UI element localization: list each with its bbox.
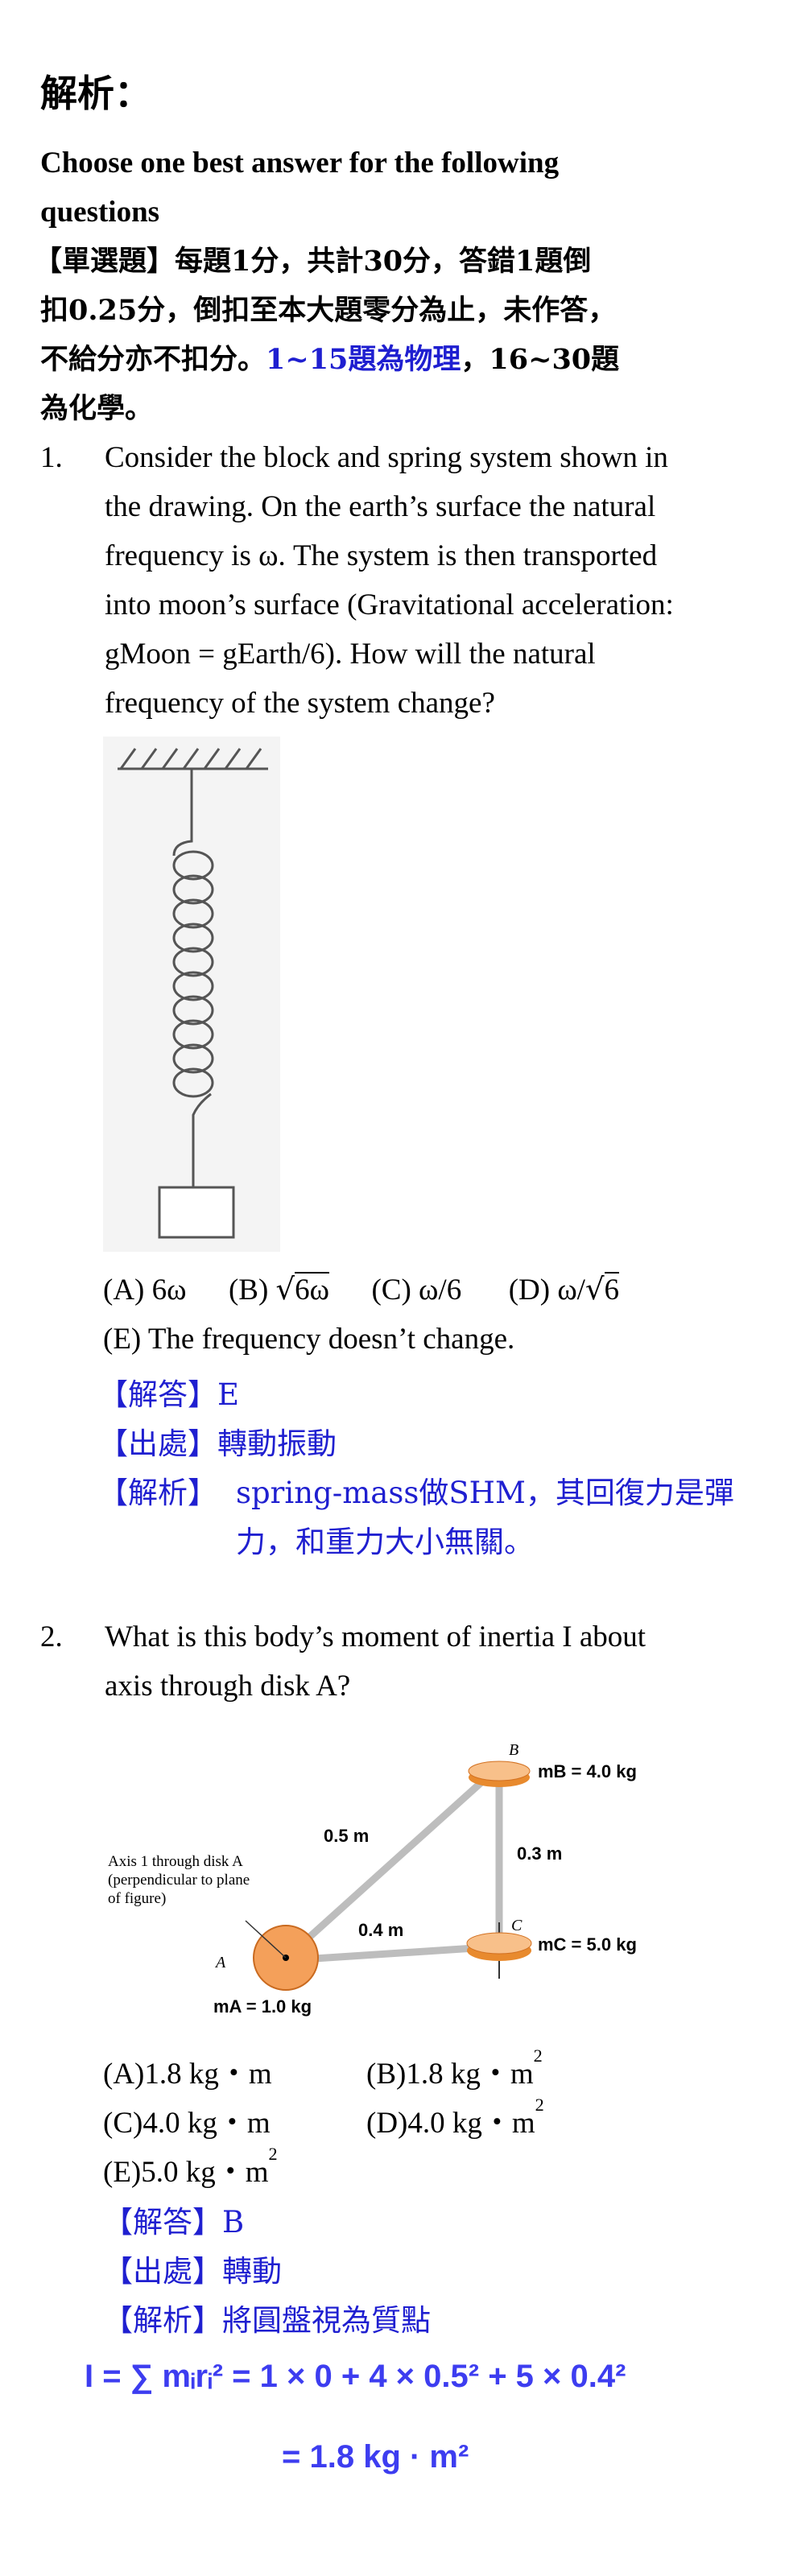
equation-line-1: I = ∑ mᵢrᵢ² = 1 × 0 + 4 × 0.5² + 5 × 0.4… bbox=[85, 2359, 626, 2394]
axis-label-1: Axis 1 through disk A bbox=[108, 1853, 243, 1870]
q1-explain-line-1: spring-mass做SHM，其回復力是彈 bbox=[236, 1476, 734, 1510]
q1-options-row: (A) 6ω (B) √6ω (C) ω/6 (D) ω/√6 bbox=[103, 1272, 620, 1307]
physics-range: 1~15題為物理 bbox=[266, 343, 461, 376]
q1-option-b[interactable]: (B) √6ω bbox=[228, 1272, 329, 1307]
q1-option-a[interactable]: (A) 6ω bbox=[103, 1274, 187, 1307]
q1-explain-head: 【解析】 bbox=[98, 1476, 217, 1510]
q1-source: 【出處】轉動振動 bbox=[98, 1426, 337, 1461]
q1-explain-line-2: 力，和重力大小無關。 bbox=[236, 1525, 534, 1559]
instructions-line-1: Choose one best answer for the following bbox=[40, 147, 560, 180]
q1-text: Consider the block and spring system sho… bbox=[105, 441, 674, 720]
q2-text: What is this body’s moment of inertia I … bbox=[105, 1620, 646, 1703]
axis-label-3: of figure) bbox=[108, 1890, 166, 1907]
q2-option-d[interactable]: (D)4.0 kg・m2 bbox=[366, 2095, 544, 2140]
dist-bc-label: 0.3 m bbox=[517, 1843, 562, 1864]
sqrt-symbol-b: √ bbox=[275, 1272, 295, 1307]
rigid-body-figure: Axis 1 through disk A (perpendicular to … bbox=[108, 1741, 637, 2017]
q1-answer: 【解答】E bbox=[98, 1377, 240, 1412]
page-title: 解析： bbox=[40, 72, 151, 115]
q2-option-c[interactable]: (C)4.0 kg・m bbox=[103, 2107, 271, 2140]
q1-number: 1. bbox=[40, 441, 63, 474]
mass-a-label: mA = 1.0 kg bbox=[213, 1996, 312, 2017]
sqrt-symbol-d: √ bbox=[585, 1272, 605, 1307]
dist-ab-label: 0.5 m bbox=[324, 1826, 369, 1846]
instructions-line-2: questions bbox=[40, 196, 160, 229]
spring-block-figure bbox=[103, 737, 280, 1252]
equation-line-2: = 1.8 kg · m² bbox=[282, 2439, 469, 2475]
dist-ac-label: 0.4 m bbox=[358, 1920, 403, 1940]
label-b: B bbox=[509, 1741, 518, 1759]
label-a: A bbox=[214, 1954, 226, 1971]
q2-number: 2. bbox=[40, 1620, 63, 1653]
q2-source: 【出處】轉動 bbox=[103, 2254, 282, 2289]
q2-option-b[interactable]: (B)1.8 kg・m2 bbox=[366, 2046, 543, 2091]
rule-line-4: 為化學。 bbox=[40, 392, 154, 425]
q2-answer: 【解答】B bbox=[103, 2205, 245, 2240]
q1-option-c[interactable]: (C) ω/6 bbox=[371, 1274, 462, 1307]
label-c: C bbox=[511, 1917, 523, 1934]
q2-explain: 【解析】將圓盤視為質點 bbox=[103, 2303, 431, 2338]
rule-line-2: 扣0.25分，倒扣至本大題零分為止，未作答， bbox=[40, 294, 617, 327]
q1-option-e[interactable]: (E) The frequency doesn’t change. bbox=[103, 1323, 515, 1356]
q2-option-e[interactable]: (E)5.0 kg・m2 bbox=[103, 2144, 278, 2189]
rule-line-1: 【單選題】每題1分，共計30分，答錯1題倒 bbox=[34, 245, 592, 278]
axis-label-2: (perpendicular to plane bbox=[108, 1872, 250, 1889]
q2-option-a[interactable]: (A)1.8 kg・m bbox=[103, 2058, 272, 2091]
mass-b-label: mB = 4.0 kg bbox=[538, 1761, 637, 1781]
mass-c-label: mC = 5.0 kg bbox=[538, 1934, 637, 1955]
q1-option-d[interactable]: (D) ω/√6 bbox=[508, 1272, 620, 1307]
rule-line-3: 不給分亦不扣分。1~15題為物理，16~30題 bbox=[40, 343, 620, 376]
